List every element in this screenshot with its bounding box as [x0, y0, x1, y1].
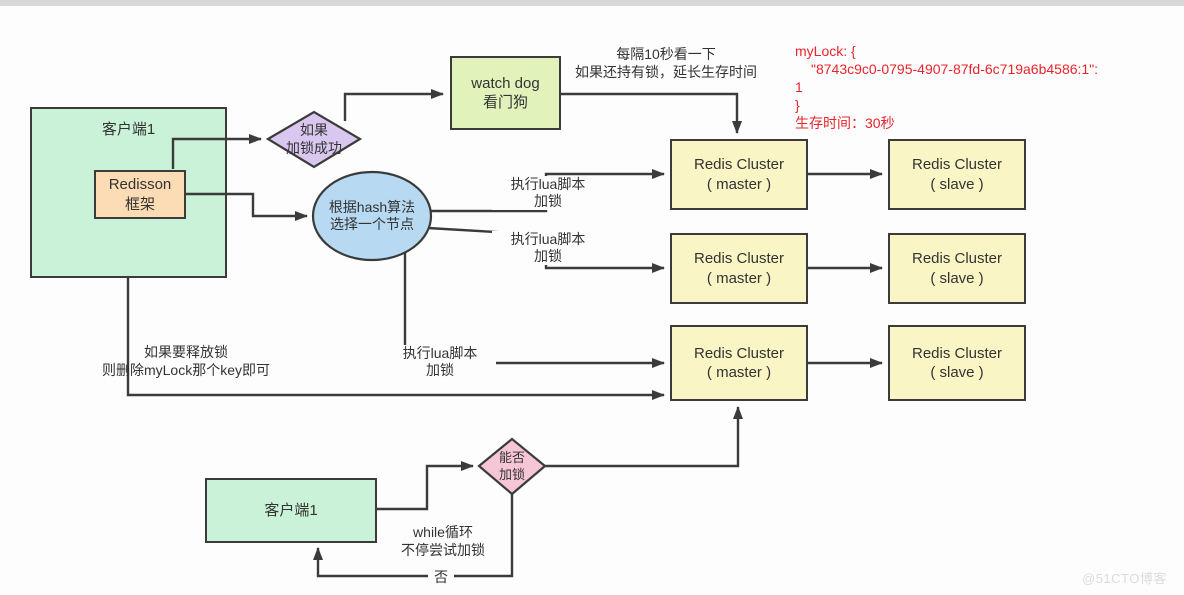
release-lock-line2: 则删除myLock那个key即可 [101, 362, 271, 378]
lock-success-diamond [265, 110, 363, 169]
redis-master-3-line1: Redis Cluster [693, 344, 785, 362]
lock-success-label: 如果 加锁成功 [268, 112, 360, 167]
lua-script-1-line1: 执行lua脚本 [510, 176, 586, 192]
while-retry-line1: while循环 [413, 524, 473, 540]
arrow-can-lock-no-to-client2 [313, 494, 514, 578]
redisson-label-line1: Redisson [108, 176, 172, 193]
lua-script-label-1: 执行lua脚本 加锁 [492, 176, 604, 210]
mylock-line2: "8743c9c0-0795-4907-87fd-6c719a6b4586:1"… [811, 61, 1099, 77]
redisson-label-line2: 框架 [124, 195, 155, 213]
watchdog-box: watch dog 看门狗 [450, 56, 561, 130]
redis-slave-2-line2: ( slave ) [930, 269, 984, 287]
arrow-can-lock-to-master3 [545, 406, 743, 468]
no-branch-label: 否 [428, 568, 454, 586]
hash-select-line2: 选择一个节点 [330, 216, 414, 232]
arrow-lock-success-to-watchdog [343, 89, 444, 121]
redis-master-2-box: Redis Cluster ( master ) [670, 233, 808, 304]
redis-slave-1-line2: ( slave ) [930, 175, 984, 193]
lua-script-label-2: 执行lua脚本 加锁 [492, 231, 604, 265]
arrow-redisson-to-lock-success [171, 134, 262, 169]
watchdog-interval-line2: 如果还持有锁，延长生存时间 [575, 64, 757, 80]
release-lock-line1: 如果要释放锁 [144, 344, 228, 360]
redis-slave-1-box: Redis Cluster ( slave ) [888, 139, 1026, 210]
mylock-annotation: myLock: { "8743c9c0-0795-4907-87fd-6c719… [795, 42, 1165, 132]
can-lock-label: 能否 加锁 [479, 440, 545, 493]
redis-slave-3-line2: ( slave ) [930, 364, 984, 381]
client2-box: 客户端1 [205, 478, 377, 543]
can-lock-diamond [477, 437, 547, 496]
arrow-client1-release-to-master3 [126, 278, 665, 400]
redis-master-1-line2: ( master ) [706, 175, 772, 193]
arrow-redisson-to-hash [186, 192, 308, 221]
redis-master-1-box: Redis Cluster ( master ) [670, 139, 808, 210]
client2-label: 客户端1 [264, 501, 318, 519]
release-lock-note: 如果要释放锁 则删除myLock那个key即可 [75, 343, 297, 379]
watchdog-interval-note: 每隔10秒看一下 如果还持有锁，延长生存时间 [535, 45, 797, 81]
client1-label: 客户端1 [101, 121, 156, 138]
lua-script-label-3: 执行lua脚本 加锁 [384, 345, 496, 379]
lock-success-line2: 加锁成功 [286, 139, 342, 156]
while-retry-line2: 不停尝试加锁 [401, 542, 485, 558]
arrow-watchdog-to-master1 [561, 92, 742, 134]
lua-script-2-line1: 执行lua脚本 [510, 231, 586, 247]
redis-slave-2-box: Redis Cluster ( slave ) [888, 233, 1026, 304]
hash-select-line1: 根据hash算法 [328, 198, 416, 215]
watchdog-label-line1: watch dog [471, 74, 540, 92]
mylock-line1: myLock: { [795, 43, 856, 59]
top-gray-bar [0, 0, 1184, 6]
mylock-ttl-line: 生存时间：30秒 [795, 115, 895, 131]
hash-select-label: 根据hash算法 选择一个节点 [313, 172, 431, 260]
redis-slave-3-box: Redis Cluster ( slave ) [888, 325, 1026, 401]
watchdog-label-line2: 看门狗 [482, 94, 528, 111]
can-lock-line1: 能否 [498, 450, 525, 466]
redis-master-3-line2: ( master ) [706, 364, 772, 381]
redis-master-3-box: Redis Cluster ( master ) [670, 325, 808, 401]
lua-script-1-line2: 加锁 [534, 193, 562, 209]
redis-slave-1-line1: Redis Cluster [911, 156, 1003, 173]
redis-master-1-line1: Redis Cluster [693, 156, 785, 173]
watermark: @51CTO博客 [1082, 571, 1167, 586]
redis-slave-2-line1: Redis Cluster [911, 250, 1003, 267]
lua-script-2-line2: 加锁 [534, 248, 562, 264]
mylock-line3: 1 [795, 79, 803, 95]
while-retry-note: while循环 不停尝试加锁 [372, 523, 514, 559]
redis-master-2-line2: ( master ) [706, 269, 772, 287]
redisson-box: Redisson 框架 [94, 170, 186, 219]
watchdog-interval-line1: 每隔10秒看一下 [616, 46, 716, 62]
redis-slave-3-line1: Redis Cluster [911, 344, 1003, 362]
lua-script-3-line2: 加锁 [426, 362, 454, 378]
redis-master-2-line1: Redis Cluster [693, 250, 785, 267]
arrow-client2-to-can-lock [377, 461, 474, 511]
lua-script-3-line1: 执行lua脚本 [402, 345, 478, 361]
lock-success-line1: 如果 [300, 122, 328, 138]
can-lock-line2: 加锁 [498, 466, 525, 482]
mylock-line4: } [795, 97, 800, 113]
hash-select-ellipse [311, 170, 433, 262]
